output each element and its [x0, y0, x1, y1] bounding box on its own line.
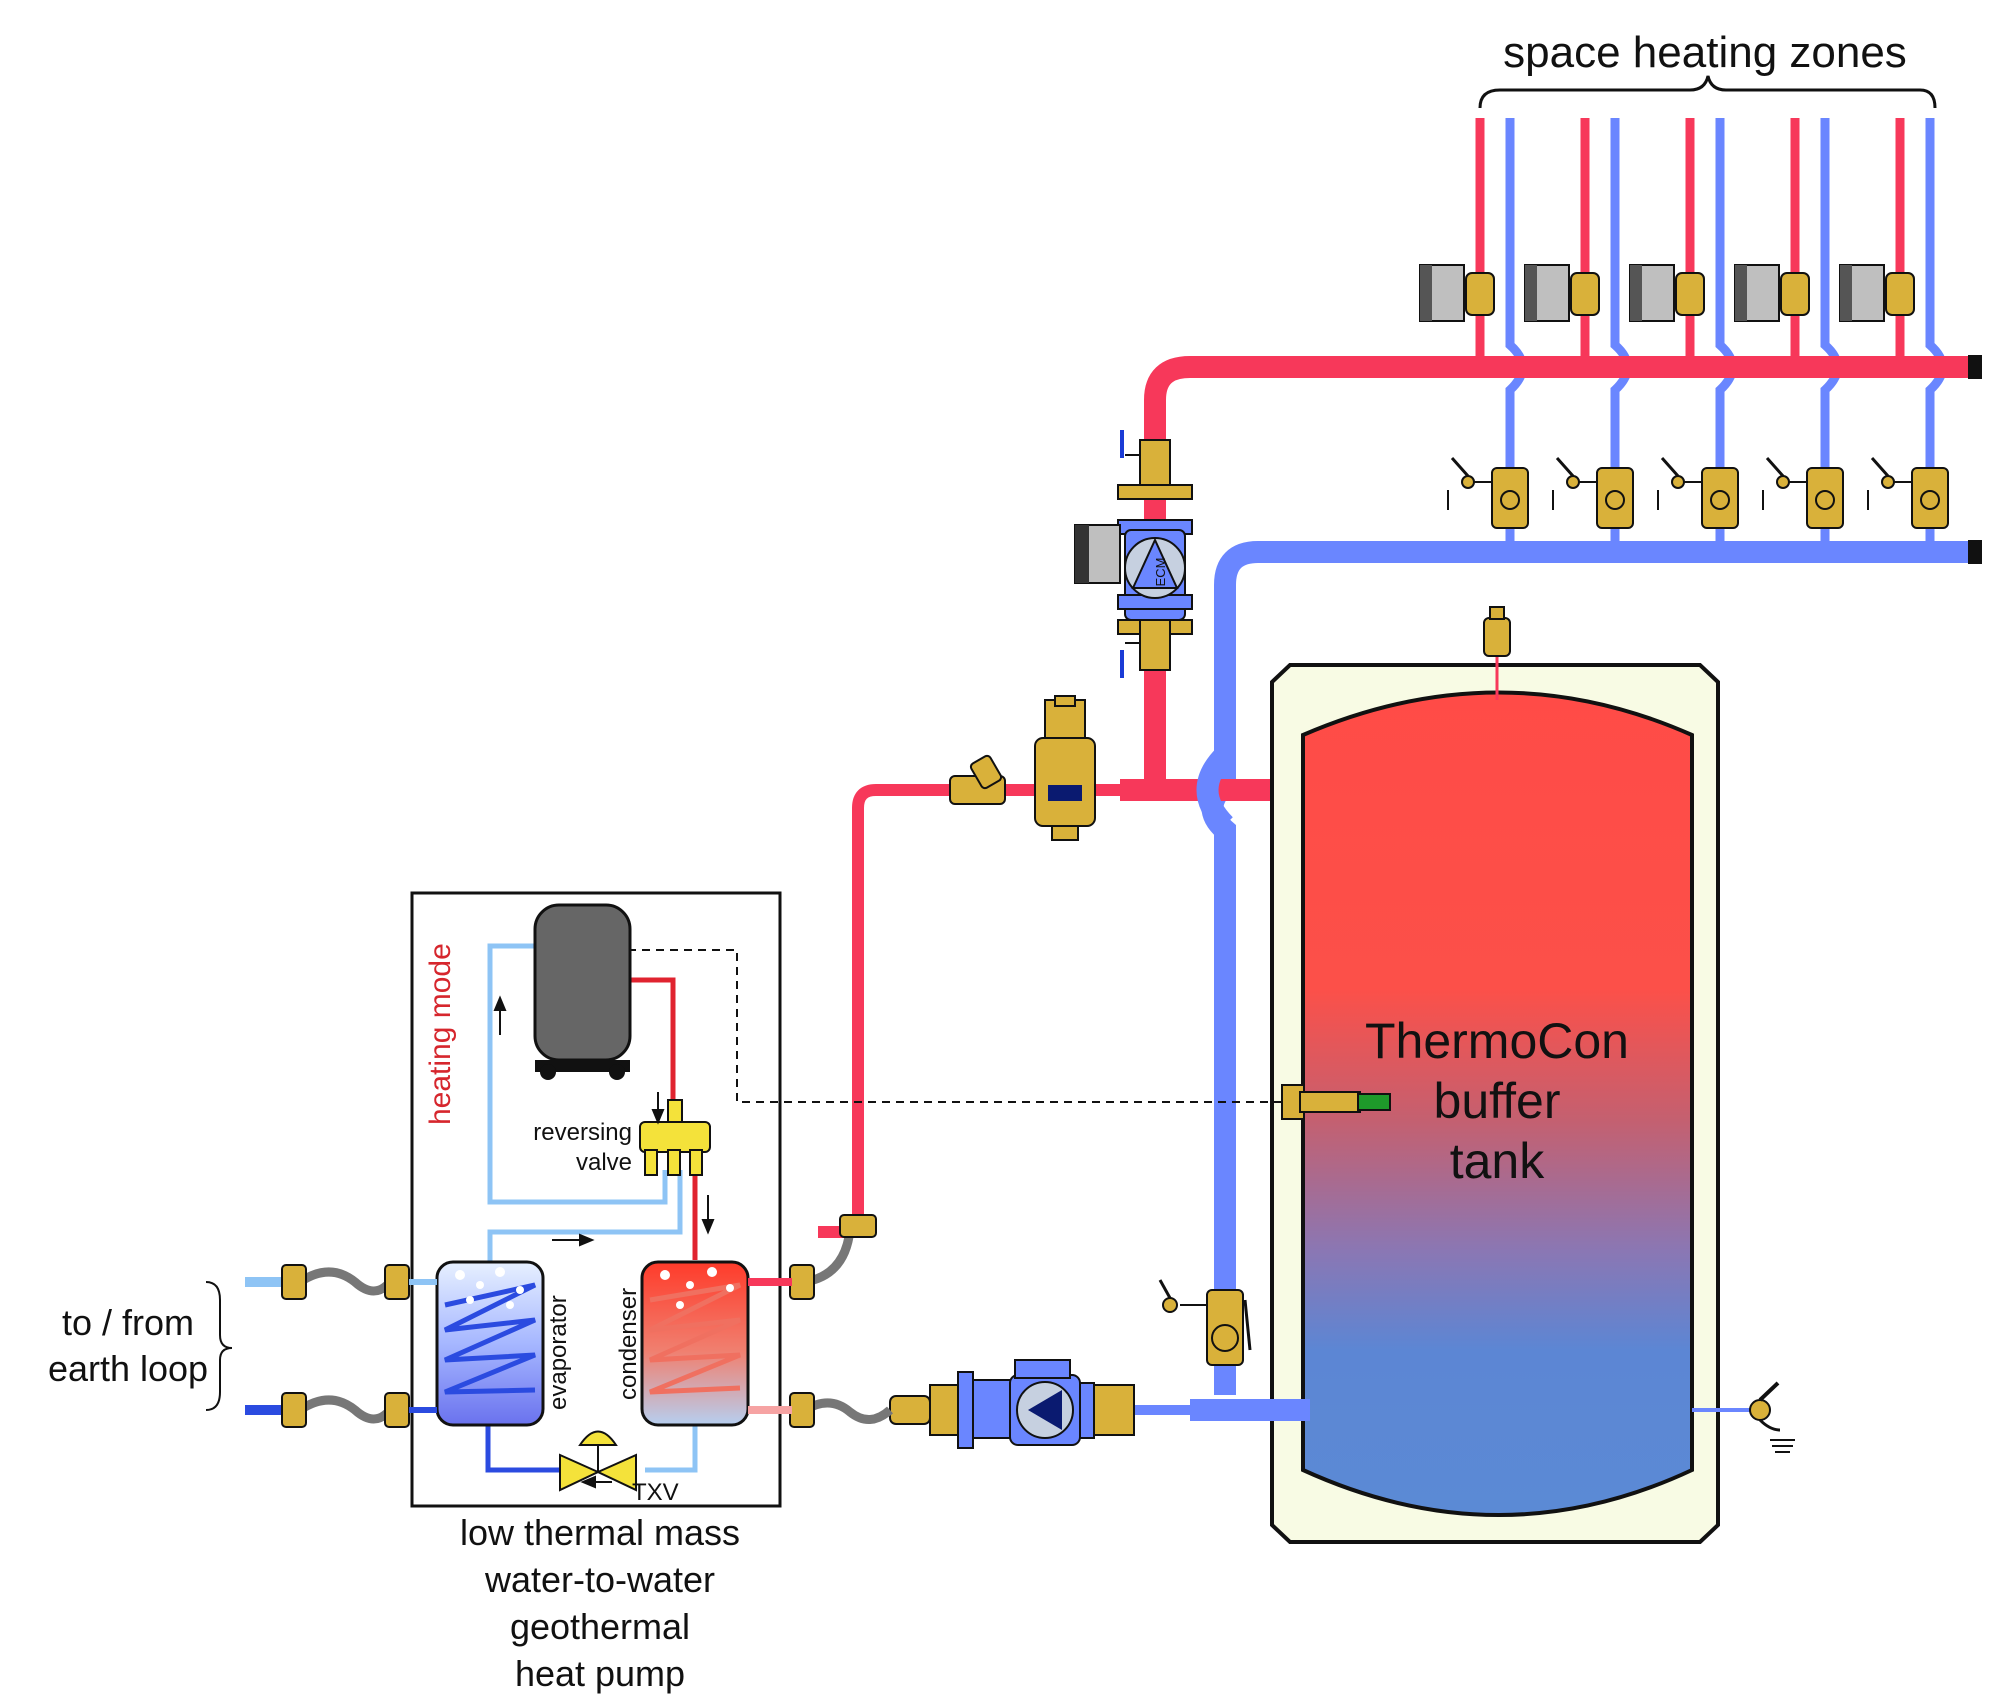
- evaporator-label: evaporator: [545, 1295, 572, 1410]
- air-separator: [1034, 695, 1096, 841]
- earth-loop-label-2: earth loop: [48, 1348, 208, 1389]
- tank-label-line2: buffer: [1434, 1073, 1561, 1129]
- tank-air-vent: [1483, 606, 1511, 657]
- condenser-label: condenser: [615, 1288, 642, 1400]
- return-main-cap: [1968, 540, 1982, 564]
- reversing-valve: [639, 1099, 711, 1176]
- heating-mode-label: heating mode: [424, 943, 457, 1125]
- zone-valve-4: [1734, 264, 1810, 322]
- compressor: [533, 903, 632, 1080]
- tank-drain: [1692, 1381, 1795, 1453]
- hp-flex-hoses: [802, 1229, 894, 1424]
- tank-sensor: [1281, 1084, 1391, 1120]
- ecm-badge: ECM: [1153, 558, 1168, 587]
- tank-label-line1: ThermoCon: [1365, 1013, 1629, 1069]
- hp-caption-2: water-to-water: [484, 1559, 715, 1600]
- ecm-circulator: ECM: [1074, 430, 1193, 678]
- control-wire: [628, 949, 1282, 1103]
- reversing-valve-label-1: reversing: [533, 1119, 632, 1146]
- return-hop: [1196, 747, 1234, 833]
- zone-valve-1: [1419, 264, 1495, 322]
- earth-loop-brace: [205, 1281, 233, 1411]
- evaporator: [435, 1260, 545, 1427]
- return-purge-valve: [1158, 1279, 1252, 1366]
- zone-valve-3: [1629, 264, 1705, 322]
- zone-valves: [1419, 264, 1915, 322]
- unions: [789, 1214, 877, 1428]
- zone-valve-2: [1524, 264, 1600, 322]
- tank-label-line3: tank: [1450, 1133, 1546, 1189]
- loading-circulator: [889, 1359, 1135, 1449]
- tank-body: [1301, 690, 1694, 1517]
- heat-pump-enclosure: [410, 891, 782, 1508]
- flow-arrows: [493, 995, 715, 1489]
- earth-loop-label-1: to / from: [62, 1302, 194, 1343]
- hp-caption-4: heat pump: [515, 1653, 685, 1694]
- earth-loop-piping: [245, 1264, 437, 1428]
- flow-check-valve: [949, 754, 1006, 805]
- supply-main-pipe: [1144, 356, 1975, 785]
- zone-valve-5: [1839, 264, 1915, 322]
- txv-label: TXV: [632, 1479, 679, 1506]
- txv: [559, 1430, 637, 1492]
- hp-caption-1: low thermal mass: [460, 1512, 740, 1553]
- purge-valve-2: [1552, 457, 1634, 529]
- purge-valves: [1447, 457, 1949, 529]
- reversing-valve-label-2: valve: [576, 1149, 632, 1176]
- purge-valve-3: [1657, 457, 1739, 529]
- supply-main-cap: [1968, 355, 1982, 379]
- purge-valve-5: [1867, 457, 1949, 529]
- condenser: [640, 1260, 750, 1427]
- purge-valve-4: [1762, 457, 1844, 529]
- zones-brace: [1478, 75, 1937, 109]
- purge-valve-1: [1447, 457, 1529, 529]
- hp-caption-3: geothermal: [510, 1606, 690, 1647]
- zones-title: space heating zones: [1503, 28, 1907, 77]
- hp-supply-pipe: [818, 784, 1310, 1238]
